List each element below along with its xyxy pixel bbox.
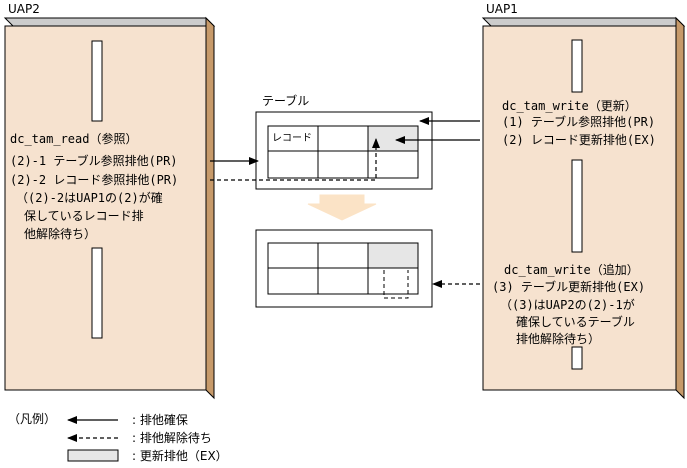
wait-bracket [383, 270, 409, 299]
uap2-read-call: dc_tam_read（参照） [10, 132, 138, 146]
table-before [255, 111, 433, 190]
uap2-box [3, 16, 216, 400]
uap2-table-lock: (2)-1 テーブル参照排他(PR) [10, 154, 178, 168]
uap1-add-call: dc_tam_write（追加） [504, 263, 639, 277]
table-after [255, 229, 433, 308]
uap1-thread-segment-bottom [571, 346, 583, 370]
legend-heading: （凡例） [8, 412, 57, 426]
uap1-note-3: 排他解除待ち） [516, 332, 601, 346]
uap1-table-update-lock: (3) テーブル更新排他(EX) [492, 280, 646, 294]
uap2-note-3: 他解除待ち） [24, 227, 97, 241]
uap2-thread-segment-top [91, 40, 103, 122]
uap1-update-call: dc_tam_write（更新） [502, 99, 637, 113]
record-label: レコード [272, 133, 312, 144]
uap1-title: UAP1 [486, 2, 518, 16]
uap1-thread-segment-top [571, 39, 583, 93]
transition-arrow-down [307, 194, 377, 221]
legend-ex-swatch [67, 449, 119, 462]
uap2-title: UAP2 [8, 2, 40, 16]
uap1-note-1: （(3)はUAP2の(2)-1が [500, 298, 635, 312]
uap1-thread-segment-middle [571, 159, 583, 253]
legend-item-wait: : 排他解除待ち [132, 431, 212, 445]
table-title: テーブル [262, 94, 310, 108]
uap2-thread-segment-bottom [91, 247, 103, 339]
legend-item-lock: : 排他確保 [132, 413, 188, 427]
uap2-record-lock: (2)-2 レコード参照排他(PR) [10, 173, 179, 187]
uap1-note-2: 確保しているテーブル [516, 315, 635, 329]
uap2-note-2: 保しているレコード排 [24, 209, 144, 223]
uap1-table-lock: (1) テーブル参照排他(PR) [502, 115, 656, 129]
uap2-note-1: （(2)-2はUAP1の(2)が確 [16, 191, 163, 205]
legend-item-ex: : 更新排他（EX） [132, 449, 228, 463]
uap1-record-lock: (2) レコード更新排他(EX) [502, 133, 656, 147]
